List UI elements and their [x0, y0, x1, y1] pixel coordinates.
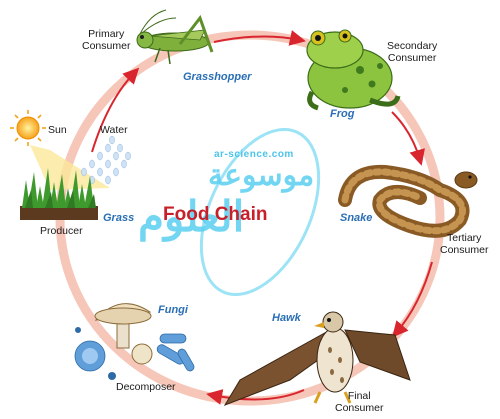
watermark-orbit: [199, 127, 321, 297]
label-grass: Grass: [103, 212, 135, 224]
arrow-tertiary-to-final: [392, 261, 433, 338]
label-decomposer: Decomposer: [116, 381, 176, 393]
label-grasshopper: Grasshopper: [183, 71, 252, 83]
frog-icon: [306, 29, 401, 111]
arrow-secondary-to-tertiary: [391, 111, 425, 166]
water-icon: [81, 135, 131, 185]
label-primary-line1: Primary: [88, 28, 125, 40]
label-hawk: Hawk: [272, 312, 301, 324]
sun-icon: [10, 110, 110, 190]
label-producer: Producer: [40, 225, 83, 237]
label-frog: Frog: [330, 108, 355, 120]
snake-icon: [338, 164, 478, 238]
watermark-arabic-top: موسوعة: [208, 159, 315, 192]
label-tertiary-consumer: Tertiary Consumer: [440, 232, 488, 256]
label-secondary-line2: Consumer: [387, 52, 437, 64]
label-primary-line2: Consumer: [82, 40, 131, 52]
watermark-site: ar-science.com: [214, 149, 294, 160]
label-snake: Snake: [340, 212, 373, 224]
label-tertiary-line2: Consumer: [440, 244, 489, 256]
label-final-consumer: Final Consumer: [335, 390, 383, 414]
label-secondary-consumer: Secondary Consumer: [387, 40, 437, 64]
grasshopper-icon: [136, 9, 214, 65]
label-sun: Sun: [48, 124, 67, 136]
arrow-primary-to-secondary: [213, 30, 306, 46]
label-tertiary-line1: Tertiary: [447, 232, 482, 244]
arrow-final-to-decomposer: [206, 389, 305, 405]
fungi-icon: [74, 303, 195, 380]
label-primary-consumer: Primary Consumer: [82, 28, 130, 52]
label-final-line1: Final: [347, 390, 371, 402]
arrow-producer-to-primary: [91, 67, 140, 153]
diagram-title: Food Chain: [163, 204, 268, 225]
label-final-line2: Consumer: [335, 402, 384, 414]
label-secondary-line1: Secondary: [387, 40, 438, 52]
label-fungi: Fungi: [158, 304, 188, 316]
watermark-arabic-bottom: العلوم: [138, 193, 245, 240]
grass-icon: [20, 168, 98, 220]
label-water: Water: [100, 124, 128, 136]
hawk-icon: [223, 311, 411, 406]
